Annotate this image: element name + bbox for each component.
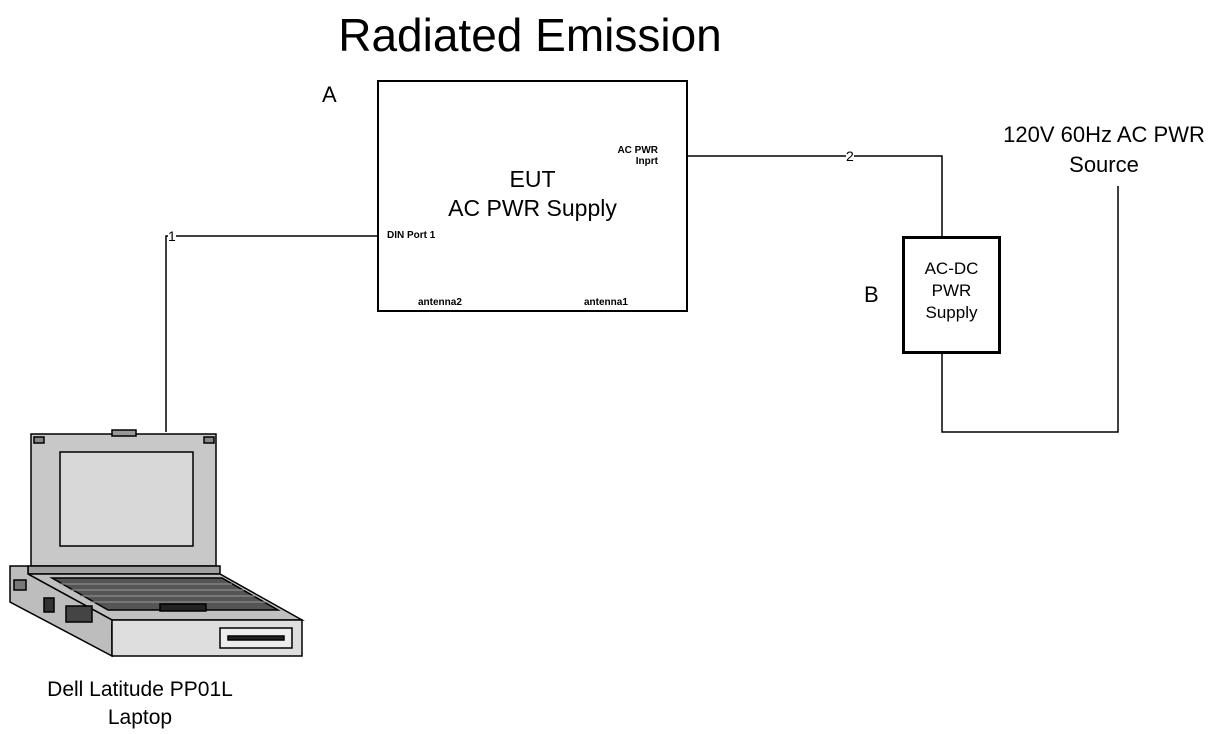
eut-box xyxy=(377,80,688,312)
psu-label-line2: PWR xyxy=(931,281,972,300)
laptop-label-line2: Laptop xyxy=(107,706,173,729)
laptop-label: Dell Latitude PP01L Laptop xyxy=(0,676,280,732)
ac-source-line1: 120V 60Hz AC PWR xyxy=(1003,122,1205,147)
cable-2-number: 2 xyxy=(846,148,854,164)
din-port-label: DIN Port 1 xyxy=(387,230,436,241)
label-a: A xyxy=(322,82,337,107)
source-cable-line xyxy=(941,186,1119,433)
ac-source-line2: Source xyxy=(1069,152,1139,177)
antenna1-label: antenna1 xyxy=(584,297,628,308)
ac-port-label-line1: AC PWR xyxy=(617,145,658,156)
cable-1-line xyxy=(165,235,377,432)
eut-label-line1: EUT xyxy=(509,166,556,192)
eut-label-line2: AC PWR Supply xyxy=(448,195,617,221)
label-b: B xyxy=(864,282,879,307)
cable-1-number: 1 xyxy=(168,228,176,244)
psu-label-line1: AC-DC xyxy=(924,259,979,278)
psu-label-line3: Supply xyxy=(925,303,978,322)
psu-box xyxy=(902,236,1001,354)
diagram-title: Radiated Emission xyxy=(338,9,722,61)
ac-source-label: 120V 60Hz AC PWR Source xyxy=(984,120,1224,180)
ac-port-label-line2: Inprt xyxy=(635,156,658,167)
laptop-icon xyxy=(9,429,305,658)
ac-port-label: AC PWR Inprt xyxy=(600,145,658,167)
eut-label: EUT AC PWR Supply xyxy=(377,165,688,223)
cable-2-line xyxy=(688,155,943,236)
antenna2-label: antenna2 xyxy=(418,297,462,308)
laptop-label-line1: Dell Latitude PP01L xyxy=(47,678,233,701)
psu-label: AC-DC PWR Supply xyxy=(902,258,1001,324)
